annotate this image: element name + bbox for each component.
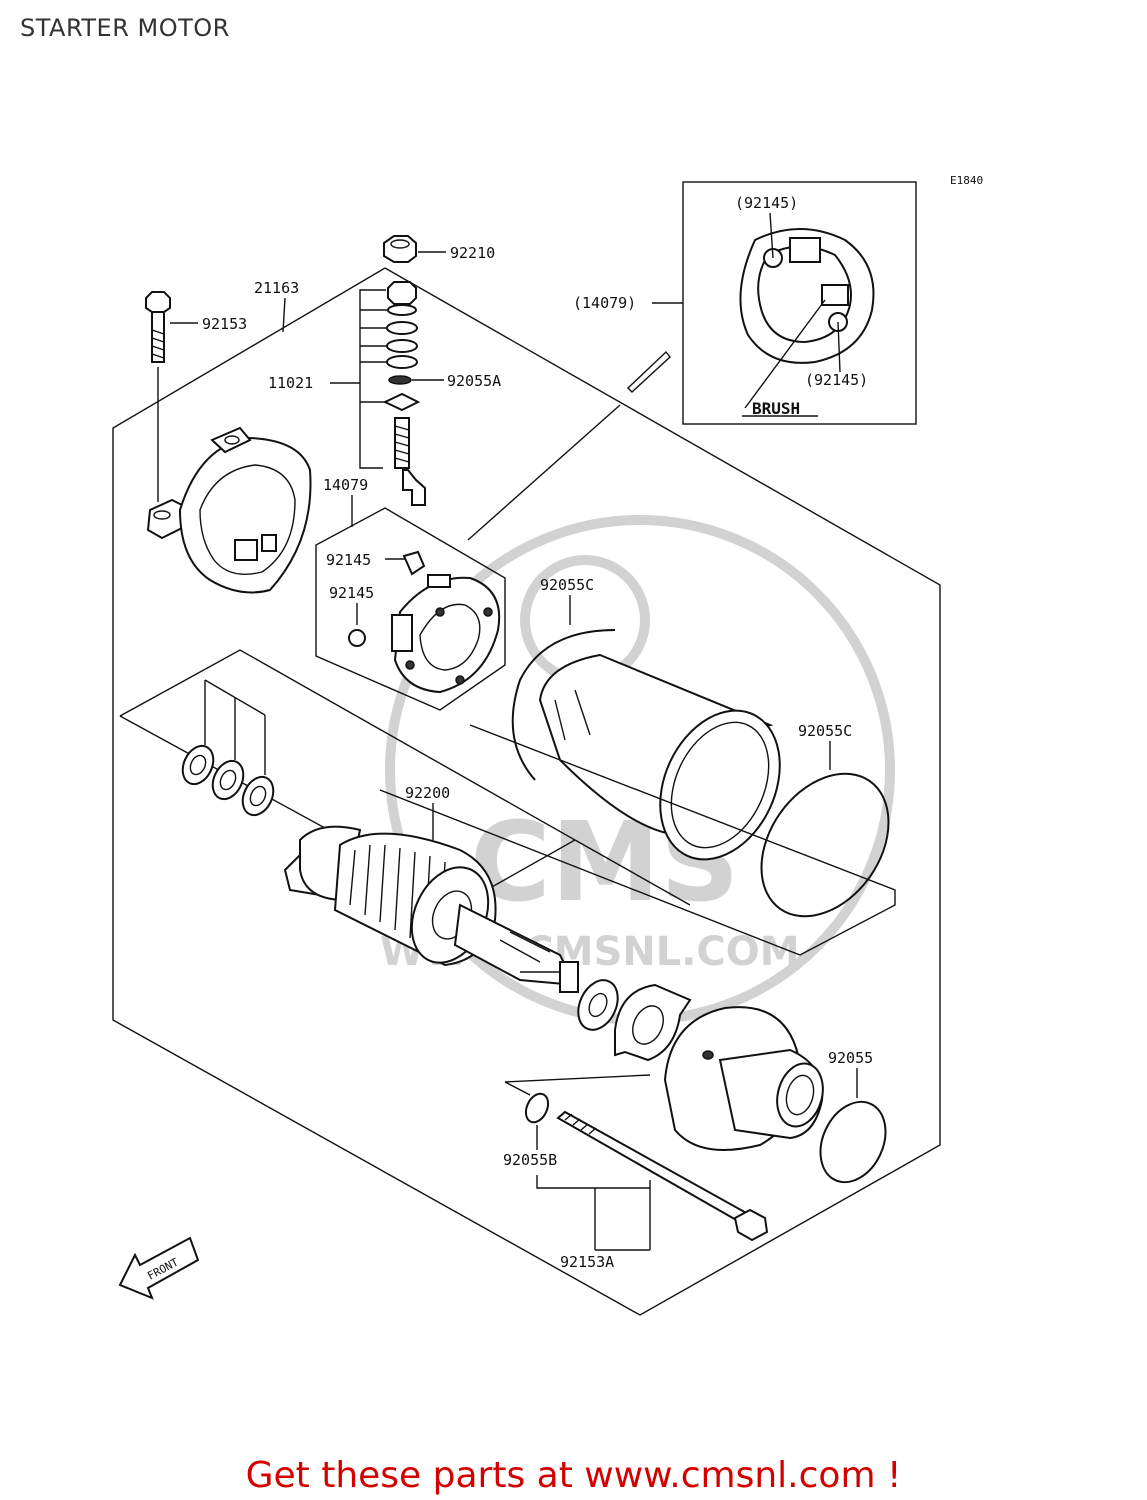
part-21163-front-cover <box>146 426 312 594</box>
page-title: STARTER MOTOR <box>20 14 230 42</box>
diagram-code: E1840 <box>950 174 983 187</box>
starter-motor-exploded-diagram: CMS WWW.CMSNL.COM E1840 (92145) (14079) … <box>112 174 983 1316</box>
part-washers <box>181 679 275 817</box>
label-92153A: 92153A <box>560 1253 614 1271</box>
label-92200: 92200 <box>405 784 450 802</box>
part-11021-terminal-set <box>330 281 444 506</box>
part-14079-brush-holder <box>348 550 501 694</box>
label-14079: 14079 <box>323 476 368 494</box>
armature-region <box>119 649 577 906</box>
part-92055B-seal <box>524 1092 550 1124</box>
label-92055C-upper: 92055C <box>540 576 594 594</box>
label-92055C-lower: 92055C <box>798 722 852 740</box>
part-92200-armature <box>283 825 579 993</box>
brush-holder-inset: (92145) (14079) (92145) BRUSH <box>573 181 917 425</box>
inset-label-92145-top: (92145) <box>735 194 798 212</box>
assembly-outline <box>112 267 941 1316</box>
part-92153A-through-bolt <box>556 1110 769 1242</box>
part-92055C-oring-lower <box>760 772 890 918</box>
inset-label-brush: BRUSH <box>752 399 800 418</box>
part-92153-bolt <box>145 291 198 502</box>
label-92210: 92210 <box>450 244 495 262</box>
brush-holder-region <box>315 507 506 711</box>
inset-label-14079: (14079) <box>573 294 636 312</box>
front-arrow-icon: FRONT <box>118 1236 200 1300</box>
part-92055C-oring-upper <box>511 629 616 781</box>
label-21163: 21163 <box>254 279 299 297</box>
part-end-cover <box>663 1006 824 1151</box>
label-92153: 92153 <box>202 315 247 333</box>
footer-cta[interactable]: Get these parts at www.cmsnl.com ! <box>245 1455 902 1496</box>
part-washer-plate <box>577 979 692 1062</box>
label-92055: 92055 <box>828 1049 873 1067</box>
label-92145-upper: 92145 <box>326 551 371 569</box>
inset-label-92145-bottom: (92145) <box>805 371 868 389</box>
yoke-region <box>379 724 896 956</box>
part-92055-oring <box>819 1100 887 1184</box>
part-yoke-housing <box>538 653 781 861</box>
label-11021: 11021 <box>268 374 313 392</box>
label-92145-lower: 92145 <box>329 584 374 602</box>
label-92055A: 92055A <box>447 372 501 390</box>
part-92210-nut <box>383 235 446 263</box>
label-92055B: 92055B <box>503 1151 557 1169</box>
inset-frame <box>682 181 917 425</box>
